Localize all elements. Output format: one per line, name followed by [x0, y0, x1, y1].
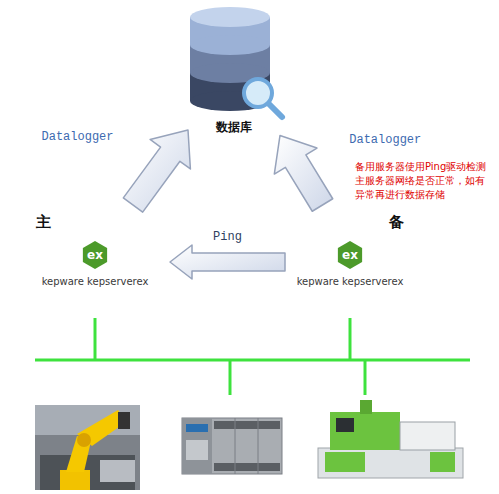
magnifier-handle: [268, 103, 282, 117]
bus-drop: [349, 318, 352, 360]
robot-illustration: [35, 405, 140, 490]
network-bus: [35, 318, 470, 395]
server-role: 主: [36, 213, 66, 232]
magnifier-lens: [244, 79, 272, 107]
bus-drop: [364, 360, 367, 395]
connector-label: Datalogger: [349, 133, 421, 147]
product-name: kepware kepserverex: [20, 275, 170, 289]
bus-drop: [94, 318, 97, 360]
hollow-arrow: [170, 245, 285, 279]
hollow-arrow: [123, 130, 190, 212]
logo-mark: ex: [80, 247, 110, 263]
bus-drop: [229, 360, 232, 395]
plc-illustration: [182, 418, 282, 474]
connector-label: Ping: [213, 230, 242, 244]
logo-mark: ex: [335, 247, 365, 263]
database-label: 数据库: [188, 119, 280, 135]
connector-label: Datalogger: [41, 130, 113, 144]
server-node: 主 ex kepware kepserverex: [20, 205, 170, 293]
bus-line: [35, 359, 470, 362]
hollow-arrow: [274, 135, 332, 211]
database-node: 数据库: [188, 5, 280, 140]
product-name: kepware kepserverex: [285, 275, 415, 289]
database-cylinder: [188, 5, 280, 115]
server-role: 备: [389, 213, 419, 232]
red-note: 备用服务器使用Ping驱动检测主服务器网络是否正常，如有异常再进行数据存储: [355, 160, 487, 202]
injection-machine-illustration: [318, 400, 463, 478]
server-node: 备 ex kepware kepserverex: [285, 205, 435, 293]
